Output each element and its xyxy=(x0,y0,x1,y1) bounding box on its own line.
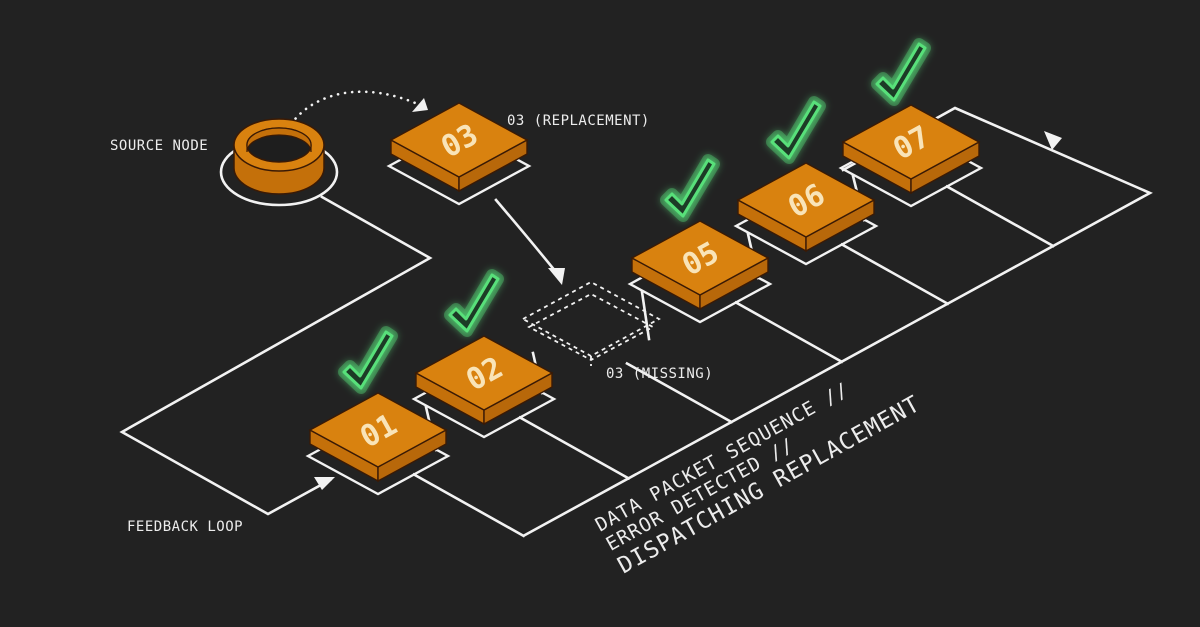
packet-tile-06: 06 xyxy=(733,162,879,266)
tile-rail-connector xyxy=(518,415,631,481)
source-node-label: SOURCE NODE xyxy=(110,138,208,154)
replacement-packet-tile: 03 xyxy=(386,102,532,206)
packet-tile-07: 07 xyxy=(838,104,984,208)
packet-tile-02: 02 xyxy=(411,335,557,439)
tile-rail-connector xyxy=(625,361,734,424)
tile-link xyxy=(640,290,651,341)
replacement-label: 03 (REPLACEMENT) xyxy=(507,113,650,129)
status-text-block: DATA PACKET SEQUENCE // ERROR DETECTED /… xyxy=(592,378,925,579)
missing-label: 03 (MISSING) xyxy=(606,366,713,382)
source-feed-line xyxy=(119,195,433,516)
tile-rail-connector xyxy=(412,472,526,538)
check-icon xyxy=(766,96,826,164)
tile-rail-connector xyxy=(734,300,844,364)
dispatch-arrowhead-icon xyxy=(548,268,565,285)
return-loop-line xyxy=(523,106,1153,537)
feedback-arrowhead-icon xyxy=(314,477,335,490)
tile-rail-connector xyxy=(840,242,950,306)
check-icon xyxy=(871,38,931,106)
return-arrowhead-icon xyxy=(1044,131,1062,150)
packet-tile-05: 05 xyxy=(627,220,773,324)
check-icon xyxy=(338,326,398,394)
tile-connectors xyxy=(412,174,1055,538)
wiring xyxy=(119,90,1153,537)
source-node xyxy=(219,118,339,207)
feedback-loop-label: FEEDBACK LOOP xyxy=(127,519,243,535)
packet-tile-01: 01 xyxy=(305,392,451,496)
replacement-dispatch-arrow xyxy=(494,198,558,274)
check-icon xyxy=(660,154,720,222)
dotted-arrowhead-icon xyxy=(412,98,428,112)
tile-rail-connector xyxy=(945,184,1055,248)
check-icon xyxy=(444,269,504,337)
missing-packet-slot xyxy=(521,280,661,366)
